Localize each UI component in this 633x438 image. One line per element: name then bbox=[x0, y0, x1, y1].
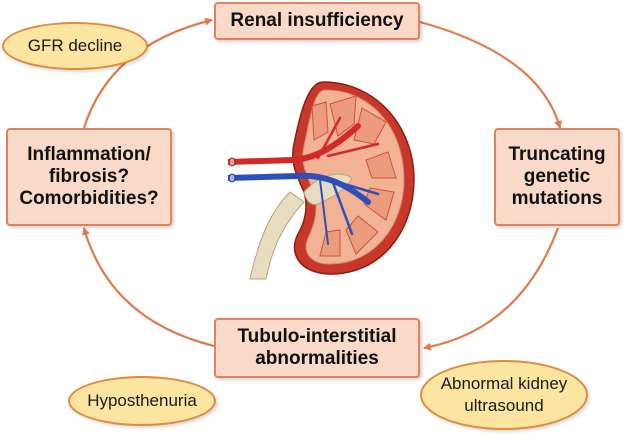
oval-gfr-decline: GFR decline bbox=[2, 22, 148, 70]
box-renal-insufficiency: Renal insufficiency bbox=[214, 2, 420, 40]
box-truncating-genetic-mutations: Truncating genetic mutations bbox=[494, 128, 620, 226]
box-tubulo-interstitial-abnormalities: Tubulo-interstitial abnormalities bbox=[214, 318, 420, 378]
arrow-right-to-bottom bbox=[423, 227, 560, 351]
arrow-top-to-right bbox=[419, 20, 563, 129]
oval-abnormal-kidney-ultrasound: Abnormal kidney ultrasound bbox=[420, 360, 588, 430]
kidney-illustration bbox=[228, 81, 415, 280]
arrow-bottom-to-left bbox=[82, 227, 215, 348]
oval-hyposthenuria: Hyposthenuria bbox=[68, 376, 216, 426]
box-inflammation-fibrosis-comorbidities: Inflammation/ fibrosis? Comorbidities? bbox=[6, 128, 172, 226]
renal-vessels bbox=[228, 116, 380, 245]
ureter bbox=[249, 191, 305, 280]
